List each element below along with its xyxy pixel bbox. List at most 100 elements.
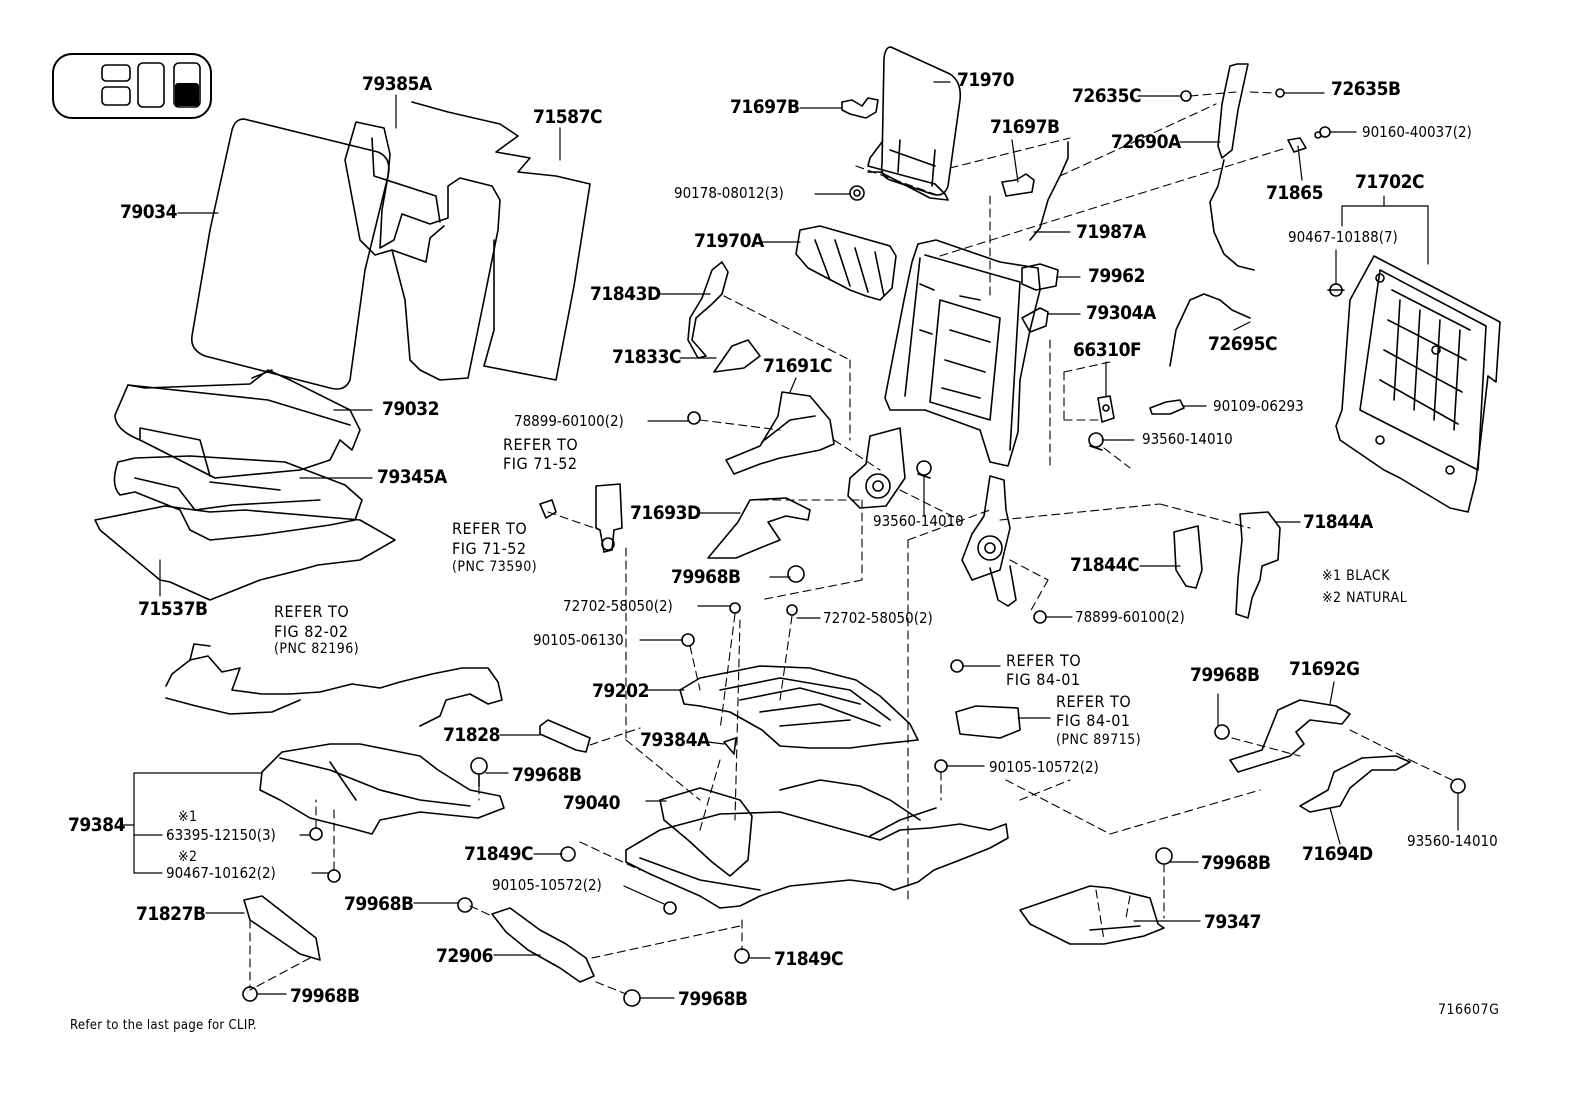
label-79968B-g: 79968B [1201, 852, 1271, 874]
ref-fig8202-pnc: (PNC 82196) [274, 641, 360, 657]
label-90178: 90178-08012(3) [674, 184, 784, 202]
ref-fig8401-a-1: REFER TO [1006, 651, 1082, 670]
seat-row-icon [101, 62, 201, 108]
label-79968B-b: 79968B [512, 764, 582, 786]
seatback-board-71702C [1335, 255, 1501, 513]
label-79968B-f: 79968B [1190, 664, 1260, 686]
ref-fig7152-b-1: REFER TO [452, 519, 528, 538]
bolt-90160 [1314, 126, 1331, 139]
ref-fig8202-1: REFER TO [274, 602, 350, 621]
seatback-frame [884, 239, 1041, 467]
seat-position-icon [52, 53, 212, 119]
bolt-72702-a [729, 602, 741, 614]
cushion-cover-79032 [114, 369, 361, 479]
label-90109: 90109-06293 [1213, 397, 1304, 415]
pin-79968B-a [787, 565, 805, 583]
label-72695C: 72695C [1208, 333, 1278, 355]
clip-90467-2 [327, 869, 341, 883]
cover-71827B [243, 895, 321, 961]
label-90105-06130: 90105-06130 [533, 631, 624, 649]
wire-harness [165, 643, 503, 727]
seatback-board-71970A [795, 225, 897, 301]
label-71537B: 71537B [138, 598, 208, 620]
leader-lines [119, 81, 1459, 999]
label-79385A: 79385A [362, 73, 432, 95]
dashed-lines [249, 91, 1453, 995]
label-71970: 71970 [957, 69, 1014, 91]
nut-93560-a [1088, 432, 1104, 451]
recliner-left [847, 427, 906, 509]
pin-79968B-d [623, 989, 641, 1007]
seatbelt-buckle [595, 483, 623, 553]
label-71987A: 71987A [1076, 221, 1146, 243]
headrest-support-71697B [867, 141, 949, 201]
label-79304A: 79304A [1086, 302, 1156, 324]
label-79968B-e: 79968B [290, 985, 360, 1007]
label-79384A: 79384A [640, 729, 710, 751]
cable-72695C [1169, 293, 1251, 367]
label-71970A: 71970A [694, 230, 764, 252]
cover-71844C [1173, 525, 1203, 589]
module-fig8401-b [955, 705, 1021, 739]
label-79384: 79384 [68, 814, 125, 836]
label-72702-a: 72702-58050(2) [563, 597, 673, 615]
label-90105-10572-b: 90105-10572(2) [989, 758, 1099, 776]
recliner-right [961, 475, 1017, 607]
pin-79968B-e [242, 986, 258, 1002]
label-63395: 63395-12150(3) [166, 826, 276, 844]
label-71849C-a: 71849C [464, 843, 534, 865]
label-79040: 79040 [563, 792, 620, 814]
cushion-insulator-71537B [94, 505, 396, 601]
bolt-90105-10572-a [663, 901, 677, 915]
part-79304A [1021, 307, 1049, 333]
ref-fig7152-b-2: FIG 71-52 [452, 539, 527, 558]
label-79962: 79962 [1088, 265, 1145, 287]
cover-71691C [725, 391, 835, 475]
pin-79968B-c [457, 897, 473, 913]
clip-72635B [1275, 88, 1285, 98]
bolt-72702-b [786, 604, 798, 616]
pin-71849C-b [734, 948, 750, 964]
cover-71833C [713, 339, 761, 373]
label-71849C-b: 71849C [774, 948, 844, 970]
cover-72906 [491, 907, 595, 983]
seat-frame-79202 [679, 665, 919, 749]
part-79962 [1021, 263, 1059, 291]
seatback-cover-79034 [190, 118, 390, 390]
ref-fig7152-b-pnc: (PNC 73590) [452, 559, 538, 575]
label-71694D: 71694D [1302, 843, 1373, 865]
label-71865: 71865 [1266, 182, 1323, 204]
cover-71844A [1235, 511, 1281, 619]
cable-71987A [1029, 141, 1069, 241]
grommet-90178 [849, 185, 865, 201]
undercover-79347 [1019, 885, 1165, 945]
clip-90467-7 [1327, 283, 1345, 297]
label-72702-b: 72702-58050(2) [823, 609, 933, 627]
note1-marker: ※1 [178, 809, 198, 825]
seatback-insulator-71587C [411, 101, 591, 381]
cable-72690A [1209, 63, 1255, 271]
cover-71693D [707, 497, 811, 559]
label-79345A: 79345A [377, 466, 447, 488]
label-71691C: 71691C [763, 355, 833, 377]
bolt-fig7152 [539, 499, 557, 519]
label-79347: 79347 [1204, 911, 1261, 933]
label-79034: 79034 [120, 201, 177, 223]
ref-fig8401-b-pnc: (PNC 89715) [1056, 732, 1142, 748]
cover-79384 [259, 743, 505, 835]
bracket-71865 [1287, 137, 1307, 153]
pin-79968B-b [470, 757, 488, 787]
screw-90109 [1149, 399, 1185, 415]
pin-79384A [723, 737, 737, 755]
label-78899-a: 78899-60100(2) [514, 412, 624, 430]
seatback-pad-79385A [344, 121, 501, 381]
label-71693D: 71693D [630, 502, 701, 524]
clip-note: Refer to the last page for CLIP. [70, 1018, 257, 1033]
label-79968B-c: 79968B [344, 893, 414, 915]
clip-fig8401-a [950, 659, 964, 673]
legend-natural: ※2 NATURAL [1322, 590, 1408, 606]
seat-frame-79040 [625, 779, 1009, 909]
label-72906: 72906 [436, 945, 493, 967]
nut-93560-c [1450, 778, 1466, 794]
